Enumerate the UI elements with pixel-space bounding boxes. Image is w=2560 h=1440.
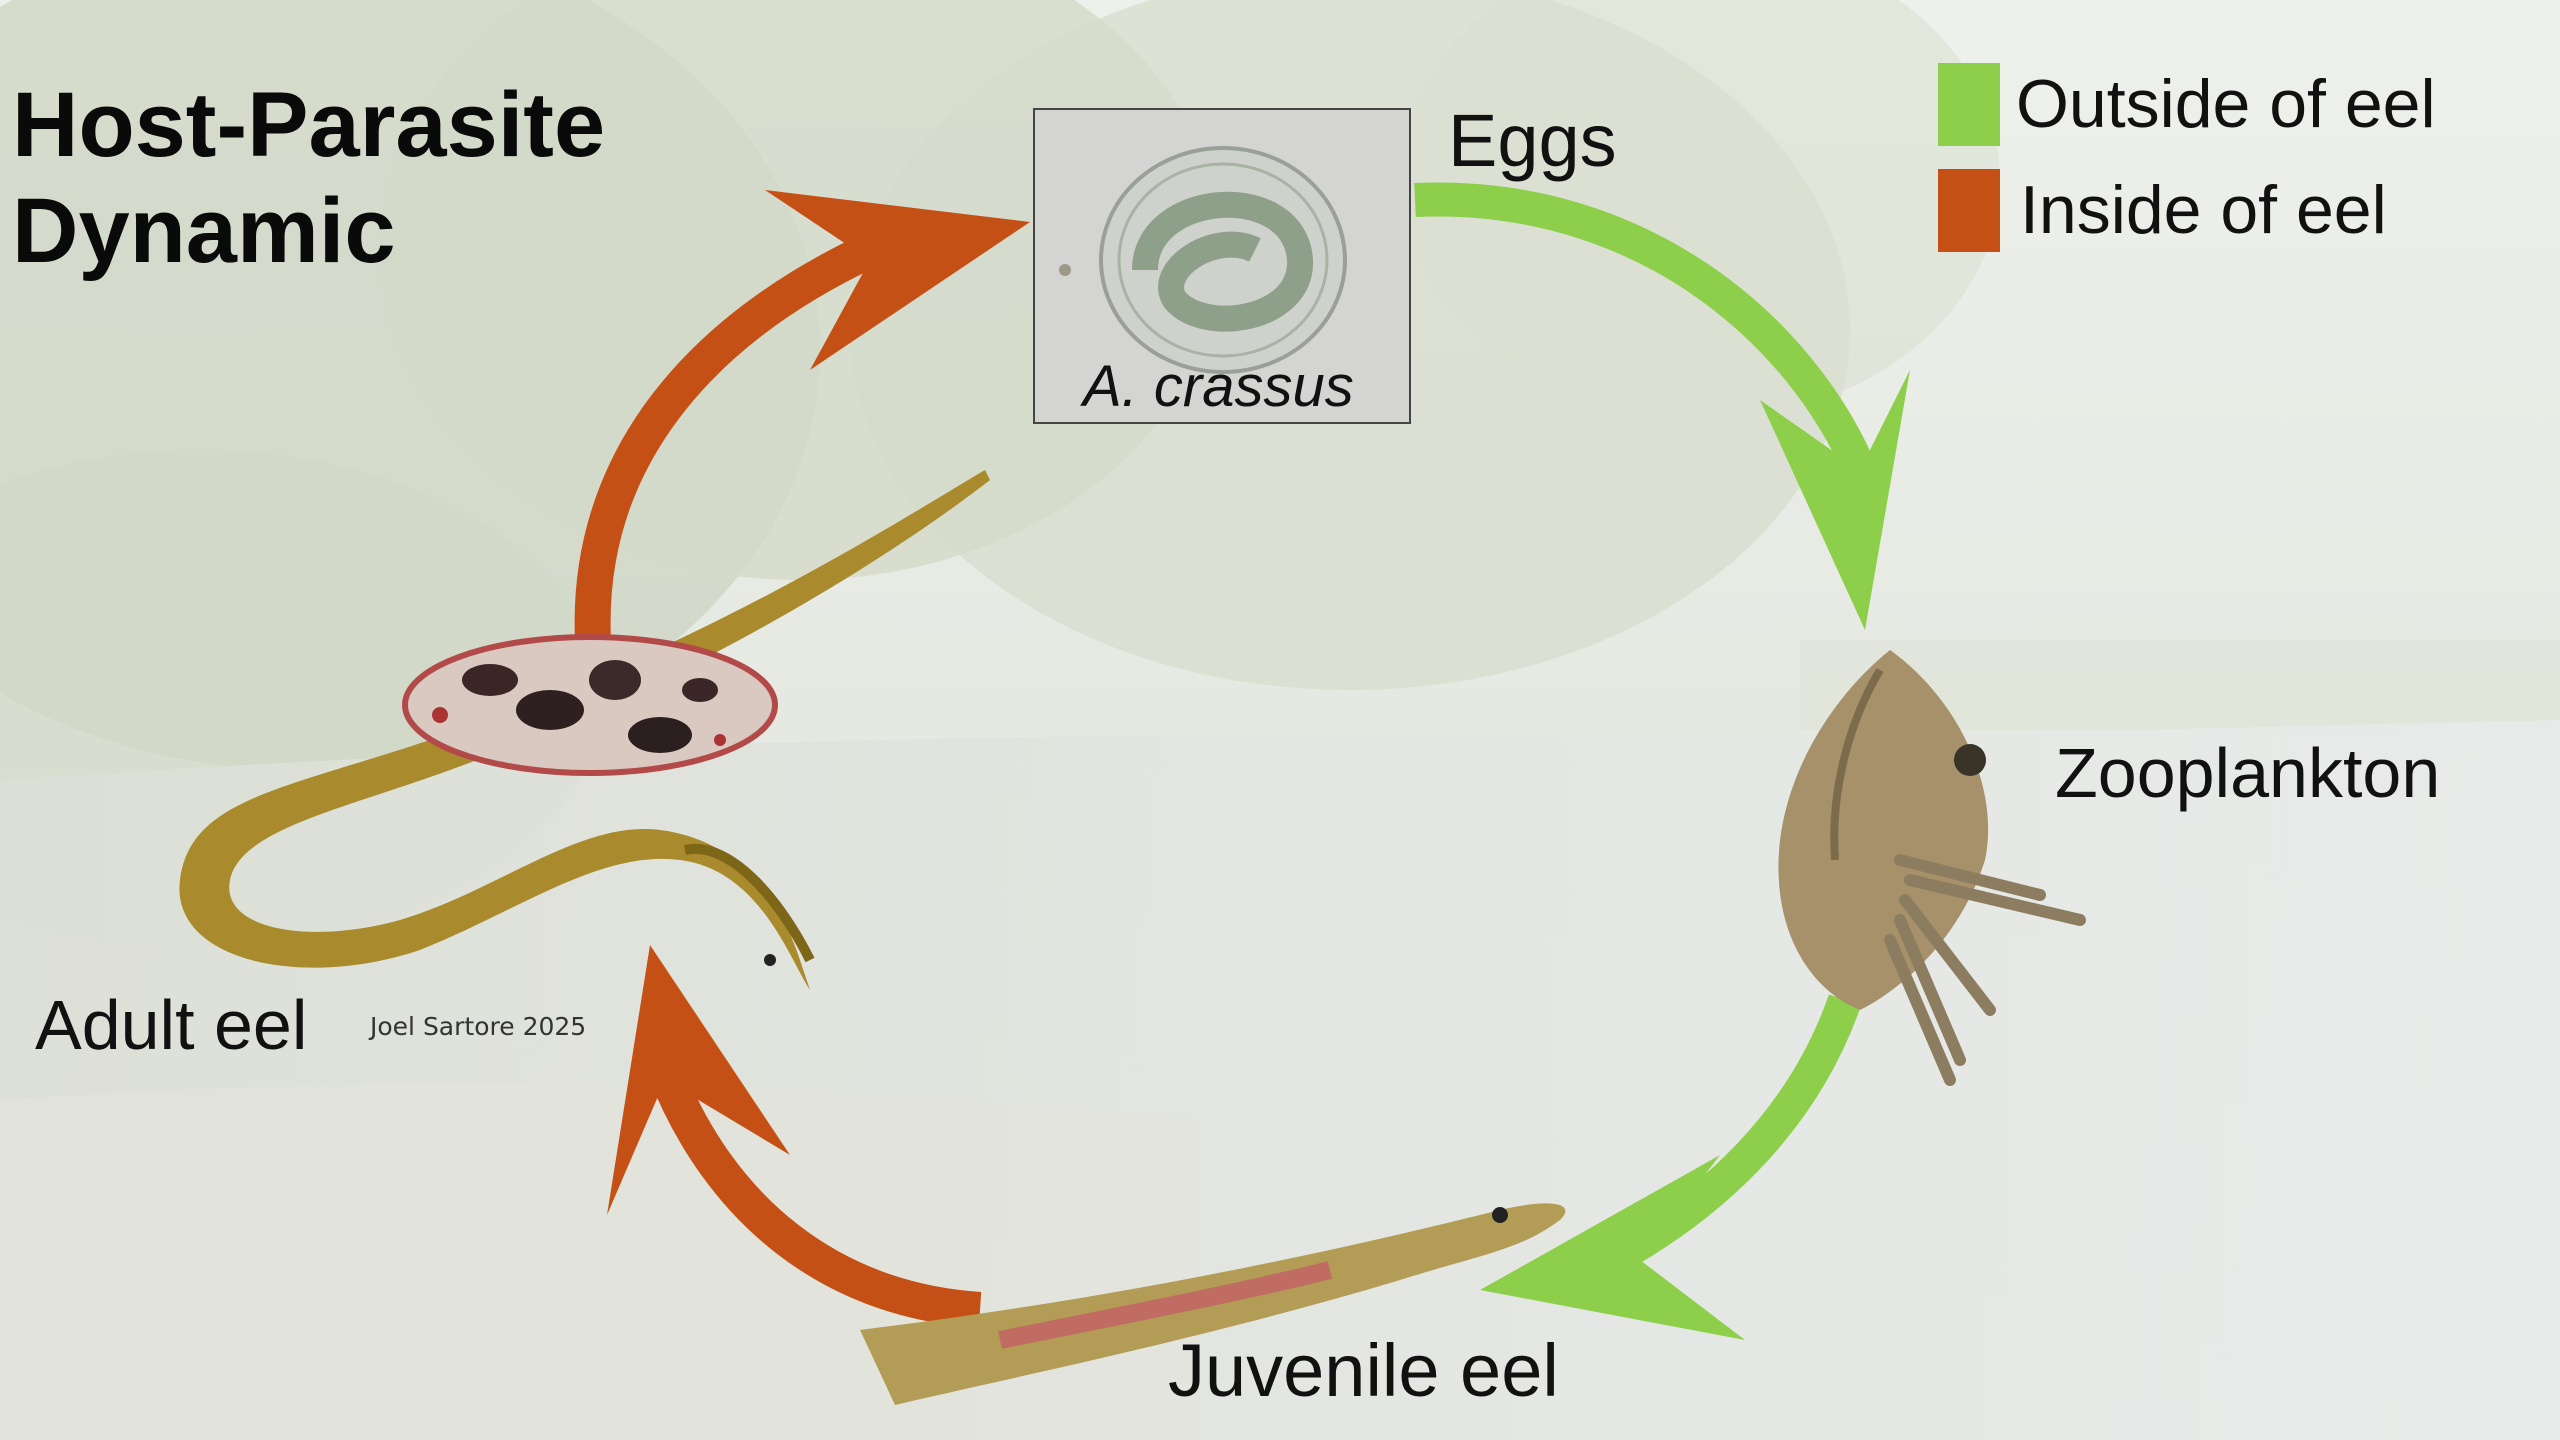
infected-swim-bladder-image: [405, 637, 775, 773]
legend-label-inside: Inside of eel: [2020, 171, 2387, 249]
legend-swatch-inside: [1938, 169, 2000, 252]
legend-item-outside: Outside of eel: [1938, 60, 2436, 148]
arrow-eggs-to-zooplankton: [1415, 199, 1910, 630]
page-title: Host-Parasite Dynamic: [12, 72, 605, 284]
microscope-image: A. crassus: [1033, 108, 1411, 424]
legend-label-outside: Outside of eel: [2016, 65, 2436, 143]
microscope-label: A. crassus: [1083, 353, 1354, 420]
arrow-juvenile-to-adult: [607, 945, 980, 1310]
stage-label-adult-eel: Adult eel: [35, 985, 307, 1065]
legend: Outside of eel Inside of eel: [1938, 60, 2436, 254]
photo-credit: Joel Sartore 2025: [370, 1012, 586, 1041]
stage-label-zooplankton: Zooplankton: [2055, 733, 2440, 813]
stage-label-eggs: Eggs: [1448, 98, 1617, 183]
title-line-1: Host-Parasite: [12, 72, 605, 178]
legend-swatch-outside: [1938, 63, 2000, 146]
arrow-zooplankton-to-juvenile: [1480, 1000, 1845, 1340]
title-line-2: Dynamic: [12, 178, 605, 284]
legend-item-inside: Inside of eel: [1938, 166, 2436, 254]
stage-label-juvenile-eel: Juvenile eel: [1168, 1328, 1559, 1413]
